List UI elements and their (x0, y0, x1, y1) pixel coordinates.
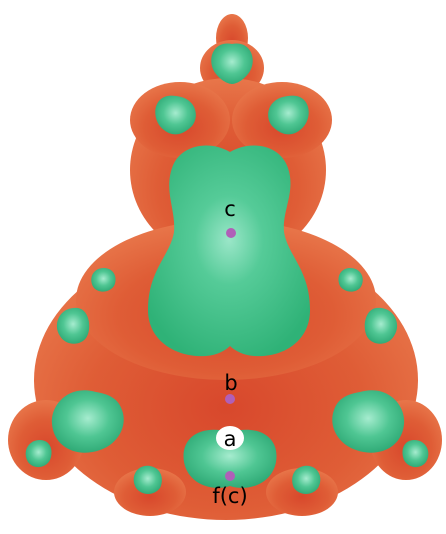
point-a-halo (216, 426, 244, 450)
interior-region (25, 43, 429, 494)
point-labels: c b a f(c) (212, 197, 247, 508)
point-b-marker (225, 394, 235, 404)
point-markers (225, 228, 236, 481)
label-fc: f(c) (212, 484, 247, 508)
label-b: b (224, 371, 237, 395)
point-c-marker (226, 228, 236, 238)
label-a: a (224, 427, 237, 451)
point-fc-marker (225, 471, 235, 481)
label-c: c (224, 197, 236, 221)
